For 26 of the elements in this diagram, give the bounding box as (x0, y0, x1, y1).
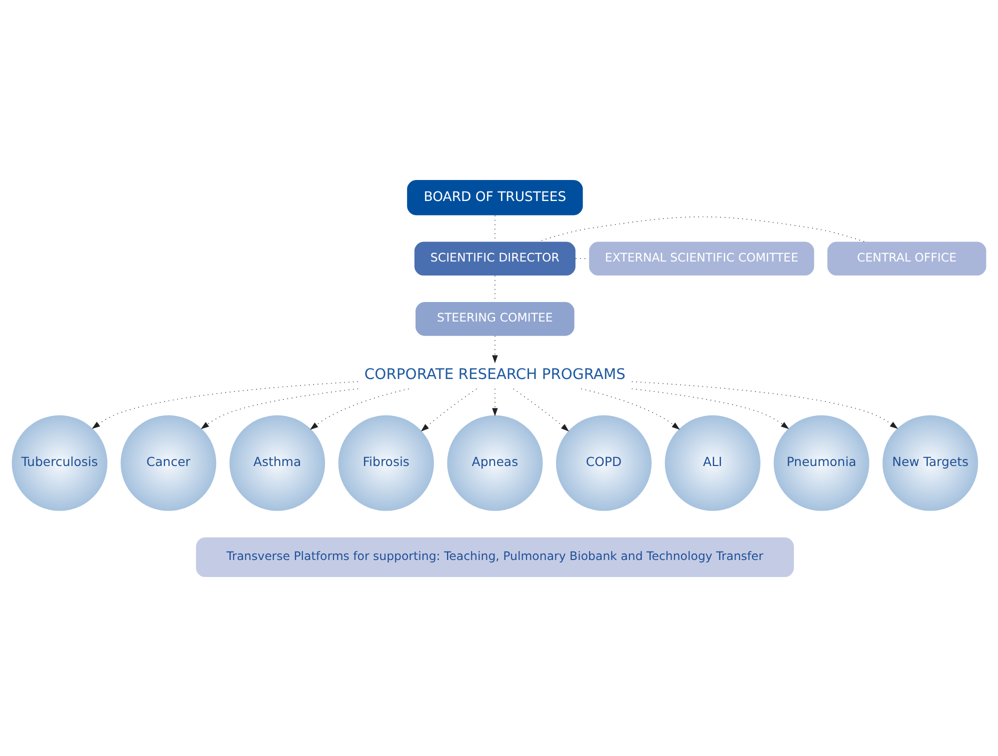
node-box: SCIENTIFIC DIRECTOR (414, 241, 576, 276)
arrow (420, 388, 477, 431)
arrow (310, 388, 410, 430)
node-circle: Cancer (120, 414, 216, 510)
node-circle: Tuberculosis (12, 414, 108, 510)
arrow (580, 388, 680, 430)
node-box: Transverse Platforms for supporting: Teaching, Pulmonary Biobank and Technology Transfer (196, 536, 794, 577)
node-circle: New Targets (882, 414, 978, 510)
node-box: EXTERNAL SCIENTIFIC COMITTEE (589, 241, 814, 276)
arrow (492, 388, 498, 416)
node-box: CENTRAL OFFICE (827, 241, 986, 276)
node-circle: Pneumonia (774, 414, 870, 510)
node-circle: Fibrosis (338, 414, 434, 510)
node-circle: Asthma (229, 414, 326, 510)
arrow (92, 380, 358, 428)
node-box: STEERING COMITEE (416, 302, 574, 336)
node-text: CORPORATE RESEARCH PROGRAMS (364, 366, 626, 383)
arrow (632, 380, 898, 428)
arrow (492, 335, 498, 363)
arrow (200, 388, 358, 429)
node-circle: COPD (556, 414, 652, 510)
arrow (513, 388, 570, 431)
arrow (631, 388, 790, 429)
node-circle: ALI (664, 414, 760, 510)
node-circle: Apneas (447, 414, 543, 510)
node-box: BOARD OF TRUSTEES (407, 179, 583, 215)
